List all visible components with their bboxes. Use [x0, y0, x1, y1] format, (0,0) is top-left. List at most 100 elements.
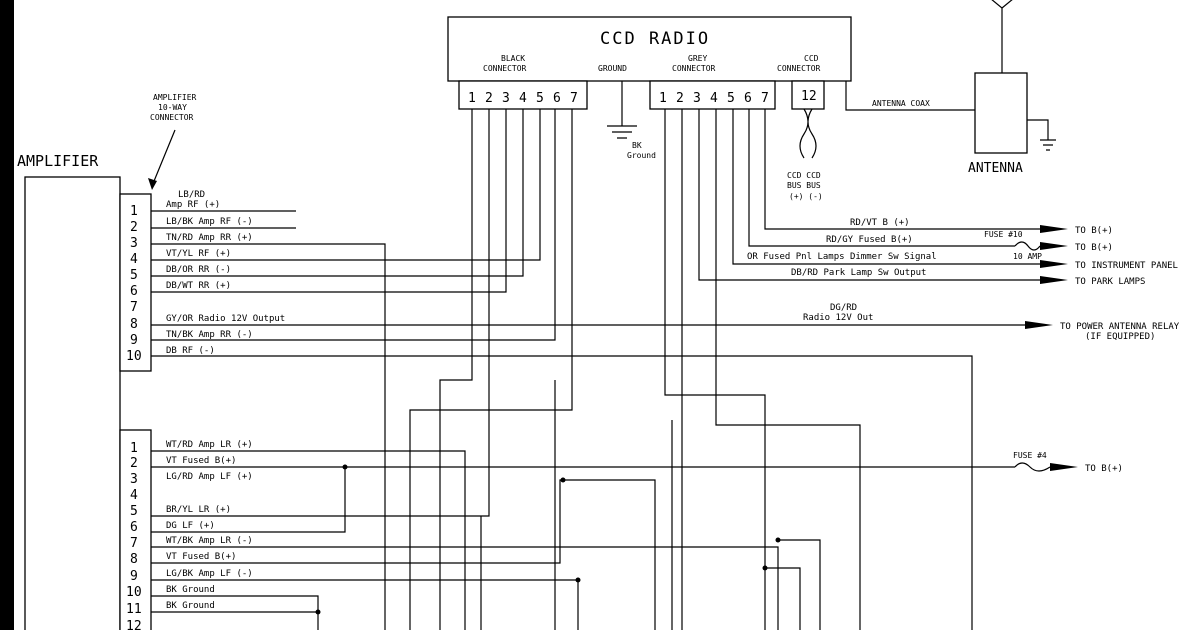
amp-connector-bottom [119, 429, 152, 630]
radio-title: CCD RADIO [600, 29, 710, 49]
wire-labels-bottom: WT/RD Amp LR (+) VT Fused B(+) LG/RD Amp L… [166, 440, 253, 611]
wire-label-top-8: GY/OR Radio 12V Output [166, 314, 285, 324]
arrows [1025, 225, 1078, 471]
black-pin-5: 5 [536, 91, 544, 106]
amp-pin-top-5: 5 [130, 268, 138, 283]
amplifier-title: AMPLIFIER [17, 152, 99, 170]
grey-pin-1: 1 [659, 91, 667, 106]
fuse4-symbol [1014, 462, 1051, 472]
wire-harness [151, 109, 1040, 630]
left-border [0, 0, 14, 630]
wire-label-bottom-3: LG/RD Amp LF (+) [166, 472, 253, 482]
bk-ground-label-2: Ground [627, 151, 656, 160]
antenna-label: ANTENNA [968, 161, 1023, 176]
amp-pin-bottom-1: 1 [130, 441, 138, 456]
wire-label-bottom-6: WT/BK Amp LR (-) [166, 536, 253, 546]
wire-label-top-10: DB RF (-) [166, 346, 215, 356]
grey-connector-label: GREY [688, 54, 707, 63]
amp-arrow-head [148, 178, 157, 190]
wire-label-top-2: Amp RF (+) [166, 200, 220, 210]
antenna-ground [1027, 119, 1056, 151]
wire-label-top-6: DB/OR RR (-) [166, 265, 231, 275]
amp-connector-label-3: CONNECTOR [150, 113, 194, 122]
to-power-antenna: TO POWER ANTENNA RELAY [1060, 322, 1180, 332]
wire-label-bottom-1: WT/RD Amp LR (+) [166, 440, 253, 450]
black-pin-1: 1 [468, 91, 476, 106]
rdgy-label: RD/GY Fused B(+) [826, 235, 913, 245]
amp-connector-label-2: 10-WAY [158, 103, 187, 112]
amp-pin-top-8: 8 [130, 317, 138, 332]
wire-label-top-3: LB/BK Amp RF (-) [166, 217, 253, 227]
dgrd-label-2: Radio 12V Out [803, 313, 873, 323]
rdvt-label: RD/VT B (+) [850, 218, 910, 228]
ground-label: GROUND [598, 64, 627, 73]
wire-label-bottom-9: BK Ground [166, 585, 215, 595]
ground-symbol [607, 125, 637, 139]
dgrd-label: DG/RD [830, 303, 857, 313]
black-connector [458, 80, 588, 110]
amp-pin-top-9: 9 [130, 333, 138, 348]
radio-box [447, 16, 852, 82]
amp-pin-bottom-4: 4 [130, 488, 138, 503]
amp-pin-bottom-3: 3 [130, 472, 138, 487]
ccd-connector [791, 80, 825, 110]
amp-pin-bottom-12: 12 [126, 619, 142, 630]
amp-pin-top-1: 1 [130, 204, 138, 219]
wire-label-top-9: TN/BK Amp RR (-) [166, 330, 253, 340]
wire-label-top-1: LB/RD [178, 190, 205, 200]
antenna-coax-wire [845, 81, 975, 111]
splice-dots [315, 464, 781, 615]
dbrd-label: DB/RD Park Lamp Sw Output [791, 268, 926, 278]
amp-pin-top-6: 6 [130, 284, 138, 299]
amp-pin-bottom-2: 2 [130, 456, 138, 471]
black-connector-label: BLACK [501, 54, 525, 63]
amp-pin-top-7: 7 [130, 300, 138, 315]
grey-pin-7: 7 [761, 91, 769, 106]
amp-pin-top-3: 3 [130, 236, 138, 251]
grey-pin-6: 6 [744, 91, 752, 106]
amp-pin-top-2: 2 [130, 220, 138, 235]
black-pin-6: 6 [553, 91, 561, 106]
antenna-mast [991, 0, 1013, 73]
amp-connector-top [119, 193, 152, 372]
amp-connector-label: AMPLIFIER [153, 93, 197, 102]
wire-label-bottom-2: VT Fused B(+) [166, 456, 236, 466]
amp-pin-top-4: 4 [130, 252, 138, 267]
grey-pin-3: 3 [693, 91, 701, 106]
amp-pin-top-10: 10 [126, 349, 142, 364]
ccd-bus-label: CCD CCD [787, 171, 821, 180]
black-pin-4: 4 [519, 91, 527, 106]
amp-pin-bottom-10: 10 [126, 585, 142, 600]
wire-label-bottom-8: LG/BK Amp LF (-) [166, 569, 253, 579]
to-power-antenna-2: (IF EQUIPPED) [1085, 332, 1155, 342]
amp-pin-bottom-11: 11 [126, 602, 142, 617]
grey-connector [649, 80, 776, 110]
grey-pin-5: 5 [727, 91, 735, 106]
to-park-lamps: TO PARK LAMPS [1075, 277, 1145, 287]
amp-pin-bottom-9: 9 [130, 569, 138, 584]
black-connector-label-2: CONNECTOR [483, 64, 527, 73]
wire-label-top-5: VT/YL RF (+) [166, 249, 231, 259]
amp-pin-bottom-6: 6 [130, 520, 138, 535]
ccd-connector-label-2: CONNECTOR [777, 64, 821, 73]
amplifier-body [24, 176, 121, 630]
to-b-plus-2: TO B(+) [1075, 243, 1113, 253]
fuse10-symbol [1014, 241, 1041, 251]
ccd-bus-label-3: (+) (-) [789, 192, 823, 201]
wire-label-bottom-10: BK Ground [166, 601, 215, 611]
to-b-plus-1: TO B(+) [1075, 226, 1113, 236]
amp-connector-arrow [151, 129, 176, 187]
ccd-connector-label: CCD [804, 54, 819, 63]
black-pin-7: 7 [570, 91, 578, 106]
ccd-bus-wires [799, 108, 817, 159]
amp-pin-bottom-7: 7 [130, 536, 138, 551]
grey-pin-2: 2 [676, 91, 684, 106]
ccd-bus-label-2: BUS BUS [787, 181, 821, 190]
amp10-label: 10 AMP [1013, 252, 1042, 261]
